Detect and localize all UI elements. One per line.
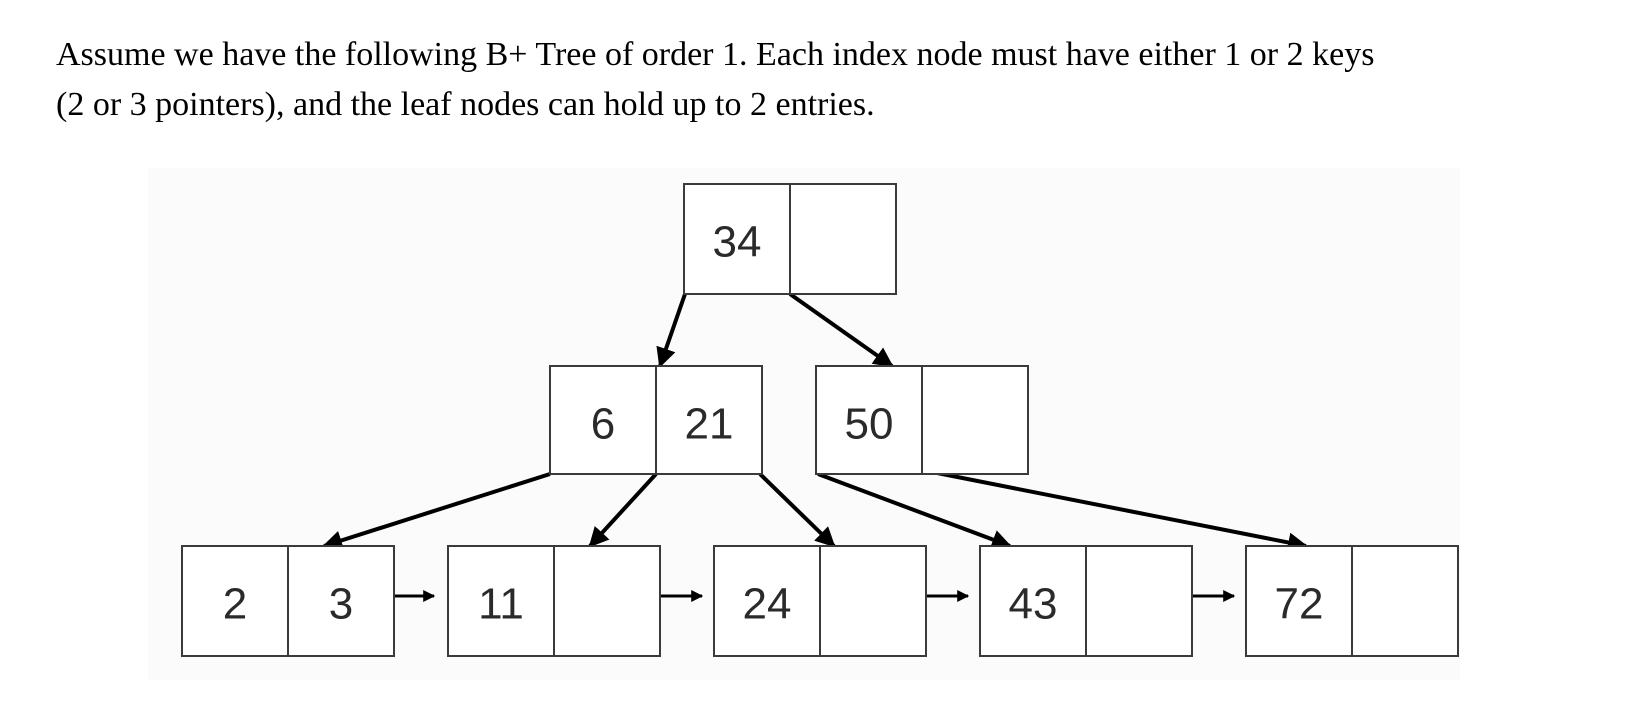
pointer-root-to-right-internal (788, 292, 894, 368)
leaf-2-slot-2 (553, 545, 661, 657)
root-node-slot-1 (683, 183, 791, 295)
pointer-to-leaf-2 (588, 472, 658, 548)
leaf-4-slot-2 (1085, 545, 1193, 657)
leaf-1-key-1: 2 (223, 580, 247, 629)
internal-left-key-2: 21 (685, 400, 734, 449)
leaf-3-slot-1 (713, 545, 821, 657)
leaf-node-1: 2 3 (181, 545, 395, 657)
root-node: 34 (683, 183, 897, 295)
leaf-3-key-1: 24 (743, 580, 792, 629)
internal-left-slot-2 (655, 365, 763, 475)
internal-left-slot-1 (549, 365, 657, 475)
internal-node-left: 6 21 (549, 365, 763, 475)
leaf-5-key-1: 72 (1275, 580, 1324, 629)
internal-node-right: 50 (815, 365, 1029, 475)
pointer-to-leaf-1 (322, 472, 551, 551)
leaf-4-slot-1 (979, 545, 1087, 657)
internal-right-key-1: 50 (845, 400, 894, 449)
question-text: Assume we have the following B+ Tree of … (56, 30, 1616, 130)
leaf-3-slot-2 (819, 545, 927, 657)
question-line-2: (2 or 3 pointers), and the leaf nodes ca… (56, 86, 875, 123)
question-line-1: Assume we have the following B+ Tree of … (56, 36, 1375, 73)
leaf-5-slot-2 (1351, 545, 1459, 657)
internal-left-key-1: 6 (591, 400, 615, 449)
leaf-4-key-1: 43 (1009, 580, 1058, 629)
leaf-5-slot-1 (1245, 545, 1353, 657)
leaf-node-5: 72 (1245, 545, 1459, 657)
leaf-node-4: 43 (979, 545, 1193, 657)
root-pointers (656, 292, 894, 368)
leaf-node-2: 11 (447, 545, 661, 657)
pointer-to-leaf-5 (921, 468, 1308, 553)
leaf-2-key-1: 11 (478, 580, 524, 629)
pointer-to-leaf-4 (817, 472, 1012, 550)
root-key-1: 34 (713, 218, 762, 267)
pointer-root-to-left-internal (656, 293, 687, 368)
internal-pointers (322, 468, 1308, 553)
leaf-node-3: 24 (713, 545, 927, 657)
leaf-1-key-2: 3 (329, 580, 353, 629)
root-node-slot-2 (789, 183, 897, 295)
internal-right-slot-2 (921, 365, 1029, 475)
pointer-to-leaf-3 (758, 472, 836, 548)
leaf-1-slot-2 (287, 545, 395, 657)
